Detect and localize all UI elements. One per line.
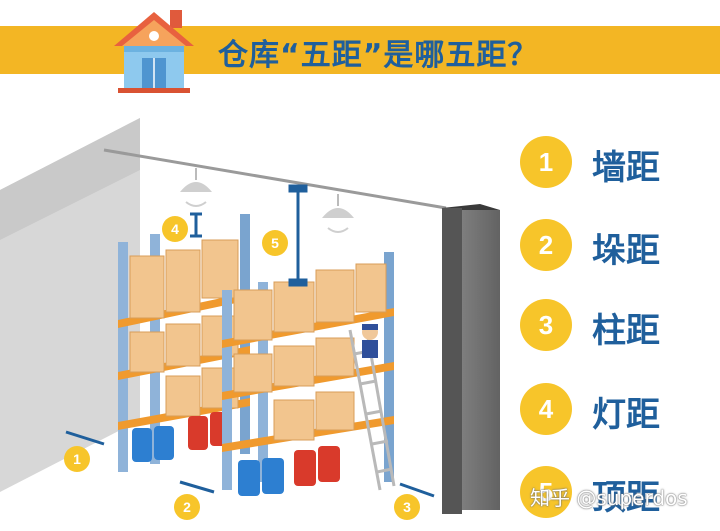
legend-label: 灯距 xyxy=(592,395,660,435)
marker-column-distance: 3 xyxy=(394,494,420,520)
marker-stack-distance: 2 xyxy=(174,494,200,520)
marker-ceiling-distance: 5 xyxy=(262,230,288,256)
marker-wall-distance: 1 xyxy=(64,446,90,472)
legend-number: 2 xyxy=(520,219,572,271)
legend-item-lamp: 4 灯距 xyxy=(520,383,720,435)
legend-number: 5 xyxy=(520,466,572,518)
marker-lamp-distance: 4 xyxy=(162,216,188,242)
watermark: 知乎 @superdos xyxy=(530,486,688,510)
warehouse-house-icon xyxy=(114,10,194,93)
ceiling-lamp-left-icon xyxy=(180,168,212,207)
legend-label: 垛距 xyxy=(592,231,660,271)
warehouse-illustration xyxy=(0,118,500,514)
legend-number: 1 xyxy=(520,136,572,188)
legend-number: 4 xyxy=(520,383,572,435)
page-title: 仓库“五距”是哪五距？ xyxy=(218,38,539,73)
legend-label: 墙距 xyxy=(592,148,660,188)
legend-item-wall: 1 墙距 xyxy=(520,136,720,188)
legend-label: 顶距 xyxy=(592,478,660,518)
ceiling-beam xyxy=(103,148,447,210)
ceiling-lamp-right-icon xyxy=(322,194,354,233)
barrels-right xyxy=(238,446,340,496)
rack-right xyxy=(222,252,396,496)
legend-item-ceiling: 5 顶距 xyxy=(520,466,720,518)
legend-label: 柱距 xyxy=(592,311,660,351)
worker-icon xyxy=(362,324,378,358)
legend-item-column: 3 柱距 xyxy=(520,299,720,351)
distance-arrows xyxy=(65,184,435,498)
legend-item-stack: 2 垛距 xyxy=(520,219,720,271)
legend-number: 3 xyxy=(520,299,572,351)
title-banner xyxy=(0,26,720,74)
